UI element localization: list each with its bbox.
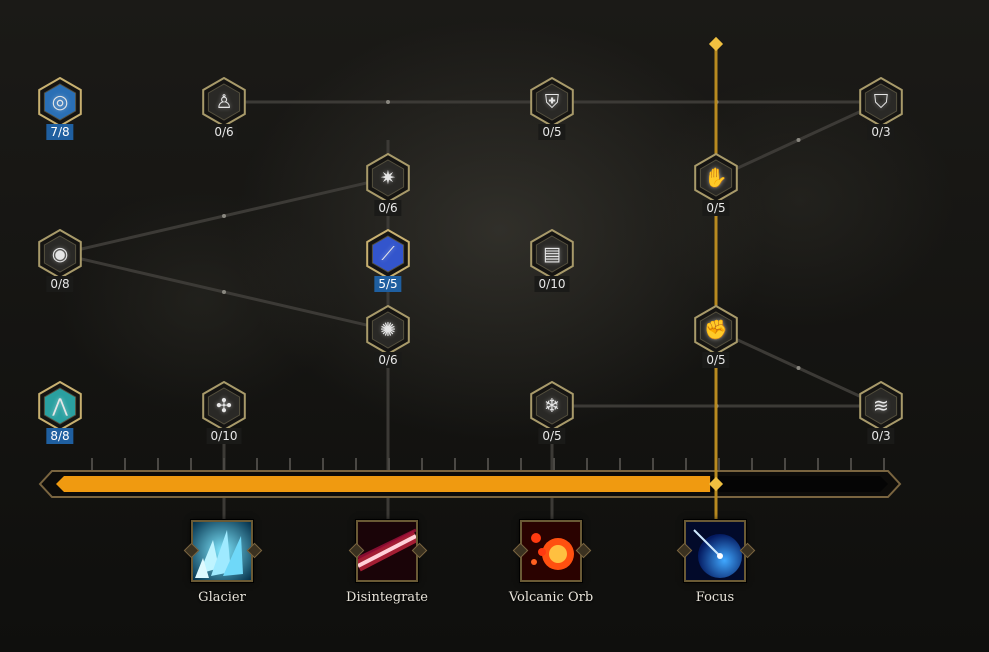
node-skull-rune[interactable]: ✣ 0/10 xyxy=(199,381,249,444)
node-glyph: ◉ xyxy=(51,243,69,265)
node-glyph: ⛨ xyxy=(544,91,560,113)
node-snowflake[interactable]: ❄ 0/5 xyxy=(527,381,577,444)
link-dot-n7-n10 xyxy=(222,290,226,294)
skill-label-glacier: Glacier xyxy=(198,590,246,605)
node-rank: 0/8 xyxy=(46,276,74,292)
skill-label-disintegrate: Disintegrate xyxy=(346,590,428,605)
chevron-icon xyxy=(38,381,82,431)
node-tome[interactable]: ▤ 0/10 xyxy=(527,229,577,292)
skill-volcanic-orb[interactable]: Volcanic Orb xyxy=(509,520,593,605)
node-lightning-hand[interactable]: ✋ 0/5 xyxy=(691,153,741,216)
claw-icon xyxy=(694,305,738,355)
hand-icon xyxy=(694,153,738,203)
snowflake-icon xyxy=(530,381,574,431)
link-dot-n7-n5 xyxy=(222,214,226,218)
node-rank: 0/10 xyxy=(534,276,570,292)
wind-icon xyxy=(859,381,903,431)
node-rank: 0/6 xyxy=(374,352,402,368)
skill-glacier[interactable]: Glacier xyxy=(191,520,253,605)
node-wind-slash[interactable]: ≋ 0/3 xyxy=(856,381,906,444)
node-glyph: ⋀ xyxy=(52,395,68,417)
node-guard[interactable]: ⛉ 0/3 xyxy=(856,77,906,140)
skill-disintegrate[interactable]: Disintegrate xyxy=(346,520,428,605)
skill-focus[interactable]: Focus xyxy=(684,520,746,605)
skill-label-volcanic-orb: Volcanic Orb xyxy=(508,590,594,605)
node-rank: 0/3 xyxy=(867,124,895,140)
skull-icon xyxy=(202,381,246,431)
spiral-icon xyxy=(38,77,82,127)
link-dot-n6-n4 xyxy=(796,138,801,142)
node-rank: 0/6 xyxy=(374,200,402,216)
node-glyph: ✺ xyxy=(380,319,396,341)
shield-armor-icon xyxy=(530,77,574,127)
link-dot-n2-n3 xyxy=(386,100,390,104)
node-rank: 0/5 xyxy=(702,200,730,216)
progress-fill xyxy=(56,476,711,492)
progress-marker-diamond xyxy=(708,476,724,492)
node-arcane-swirl[interactable]: ◎ 7/8 xyxy=(35,77,85,140)
wand-icon xyxy=(366,229,410,279)
ice-shards-icon xyxy=(191,520,253,582)
node-rank: 0/5 xyxy=(702,352,730,368)
node-glyph: ✣ xyxy=(216,395,232,417)
node-glyph: ❄ xyxy=(544,395,560,417)
node-chevron-ward[interactable]: ⋀ 8/8 xyxy=(35,381,85,444)
node-rank: 0/5 xyxy=(538,428,566,444)
node-glyph: ♙ xyxy=(215,91,233,113)
fire-orb-icon xyxy=(520,520,582,582)
node-glyph: ⟋ xyxy=(381,243,395,265)
figure-icon xyxy=(202,77,246,127)
shield-icon xyxy=(859,77,903,127)
node-claw[interactable]: ✊ 0/5 xyxy=(691,305,741,368)
eye-icon xyxy=(38,229,82,279)
node-rank: 5/5 xyxy=(374,276,402,292)
node-glyph: ◎ xyxy=(51,91,69,113)
node-shatter[interactable]: ✷ 0/6 xyxy=(363,153,413,216)
node-humanoid[interactable]: ♙ 0/6 xyxy=(199,77,249,140)
node-rank: 0/5 xyxy=(538,124,566,140)
node-glyph: ✊ xyxy=(704,319,728,341)
book-icon xyxy=(530,229,574,279)
node-crystal-wand[interactable]: ⟋ 5/5 xyxy=(363,229,413,292)
node-glyph: ⛉ xyxy=(873,91,889,113)
node-rank: 7/8 xyxy=(46,124,74,140)
node-glyph: ▤ xyxy=(543,243,561,265)
beam-icon xyxy=(356,520,418,582)
node-rank: 0/6 xyxy=(210,124,238,140)
focus-line-cap-diamond xyxy=(708,36,724,52)
node-rank: 8/8 xyxy=(46,428,74,444)
node-armor[interactable]: ⛨ 0/5 xyxy=(527,77,577,140)
skill-label-focus: Focus xyxy=(695,590,735,605)
node-eye[interactable]: ◉ 0/8 xyxy=(35,229,85,292)
node-glyph: ✋ xyxy=(704,167,728,189)
node-rank: 0/10 xyxy=(206,428,242,444)
node-frost-nova[interactable]: ✺ 0/6 xyxy=(363,305,413,368)
node-glyph: ≋ xyxy=(873,395,889,417)
node-rank: 0/3 xyxy=(867,428,895,444)
link-dot-n11-n15 xyxy=(796,366,801,370)
focus-icon xyxy=(684,520,746,582)
node-glyph: ✷ xyxy=(380,167,396,189)
